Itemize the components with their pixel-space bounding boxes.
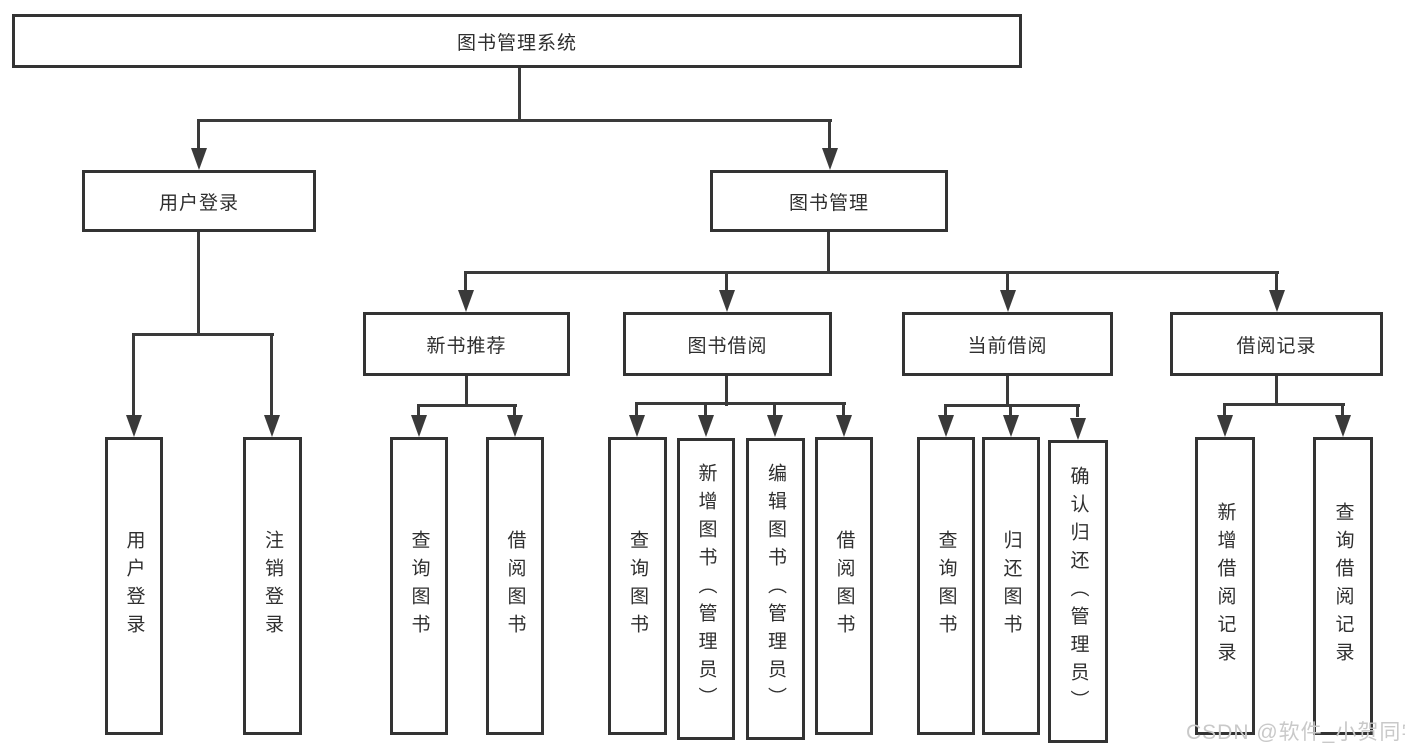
arrow-down-icon <box>1217 415 1233 437</box>
leaf-confirm-return-admin: 确认归还（管理员） <box>1048 440 1108 743</box>
node-book-management: 图书管理 <box>710 170 948 232</box>
arrow-down-icon <box>1070 418 1086 440</box>
arrow-down-icon <box>126 415 142 437</box>
leaf-edit-books-admin: 编辑图书（管理员） <box>746 438 805 740</box>
connector-line <box>1006 375 1009 407</box>
connector-line <box>1223 403 1226 417</box>
node-label: 借阅图书 <box>504 530 526 642</box>
leaf-user-login: 用户登录 <box>105 437 163 735</box>
connector-line <box>1076 404 1079 417</box>
connector-line <box>513 404 516 417</box>
leaf-query-books-borrowing: 查询图书 <box>608 437 667 735</box>
arrow-down-icon <box>629 415 645 437</box>
arrow-down-icon <box>458 290 474 312</box>
connector-line <box>132 333 135 418</box>
leaf-borrow-books: 借阅图书 <box>815 437 873 735</box>
node-label: 用户登录 <box>123 530 145 642</box>
connector-line <box>704 402 707 417</box>
leaf-query-borrow-record: 查询借阅记录 <box>1313 437 1373 735</box>
node-label: 确认归还（管理员） <box>1067 465 1089 718</box>
connector-line <box>1275 375 1278 406</box>
node-label: 当前借阅 <box>967 335 1048 357</box>
node-user-login: 用户登录 <box>82 170 316 232</box>
connector-line <box>842 402 845 417</box>
leaf-add-books-admin: 新增图书（管理员） <box>677 438 735 740</box>
node-label: 查询借阅记录 <box>1332 502 1354 670</box>
connector-line <box>270 333 273 418</box>
arrow-down-icon <box>698 415 714 437</box>
connector-line <box>132 333 274 336</box>
connector-line <box>635 402 638 417</box>
connector-line <box>773 402 776 417</box>
connector-line <box>417 404 420 417</box>
arrow-down-icon <box>1003 415 1019 437</box>
node-label: 图书管理系统 <box>456 32 577 54</box>
connector-line <box>635 402 846 405</box>
node-current-borrowing: 当前借阅 <box>902 312 1113 376</box>
connector-line <box>465 375 468 407</box>
arrow-down-icon <box>1000 290 1016 312</box>
arrow-down-icon <box>264 415 280 437</box>
node-library-management-system: 图书管理系统 <box>12 14 1022 68</box>
node-label: 归还图书 <box>1000 530 1022 642</box>
node-label: 图书管理 <box>788 192 869 214</box>
connector-line <box>417 404 517 407</box>
node-label: 新增图书（管理员） <box>695 463 717 715</box>
arrow-down-icon <box>836 415 852 437</box>
arrow-down-icon <box>767 415 783 437</box>
connector-line <box>1006 271 1009 293</box>
connector-line <box>197 119 832 122</box>
node-label: 新书推荐 <box>426 335 507 357</box>
csdn-watermark: CSDN @软件_小贺同学 <box>1186 721 1405 744</box>
connector-line <box>464 271 467 293</box>
node-label: 查询图书 <box>935 530 957 642</box>
node-label: 用户登录 <box>158 192 239 214</box>
connector-line <box>827 231 830 274</box>
node-label: 注销登录 <box>262 530 283 642</box>
leaf-query-books-recommend: 查询图书 <box>390 437 448 735</box>
connector-line <box>944 404 947 417</box>
node-label: 借阅记录 <box>1236 335 1317 357</box>
arrow-down-icon <box>1335 415 1351 437</box>
node-label: 查询图书 <box>408 530 430 642</box>
leaf-borrow-books-recommend: 借阅图书 <box>486 437 544 735</box>
connector-line <box>197 231 200 335</box>
connector-line <box>944 404 1080 407</box>
leaf-add-borrow-record: 新增借阅记录 <box>1195 437 1255 735</box>
connector-line <box>1223 403 1345 406</box>
connector-line <box>518 67 521 121</box>
arrow-down-icon <box>938 415 954 437</box>
leaf-logout: 注销登录 <box>243 437 302 735</box>
connector-line <box>1009 404 1012 417</box>
connector-line <box>1275 271 1278 293</box>
arrow-down-icon <box>822 148 838 170</box>
leaf-query-books-current: 查询图书 <box>917 437 975 735</box>
node-label: 查询图书 <box>627 530 648 642</box>
node-new-book-recommendation: 新书推荐 <box>363 312 570 376</box>
node-borrowing-records: 借阅记录 <box>1170 312 1383 376</box>
arrow-down-icon <box>719 290 735 312</box>
leaf-return-books: 归还图书 <box>982 437 1040 735</box>
arrow-down-icon <box>191 148 207 170</box>
connector-line <box>828 119 831 151</box>
arrow-down-icon <box>507 415 523 437</box>
node-label: 图书借阅 <box>687 335 768 357</box>
node-book-borrowing: 图书借阅 <box>623 312 832 376</box>
connector-line <box>725 271 728 293</box>
connector-line <box>725 375 728 406</box>
arrow-down-icon <box>1269 290 1285 312</box>
connector-line <box>1341 403 1344 417</box>
node-label: 借阅图书 <box>833 530 855 642</box>
connector-line <box>197 119 200 151</box>
arrow-down-icon <box>411 415 427 437</box>
connector-line <box>464 271 1279 274</box>
node-label: 编辑图书（管理员） <box>765 463 786 715</box>
node-label: 新增借阅记录 <box>1214 502 1236 670</box>
